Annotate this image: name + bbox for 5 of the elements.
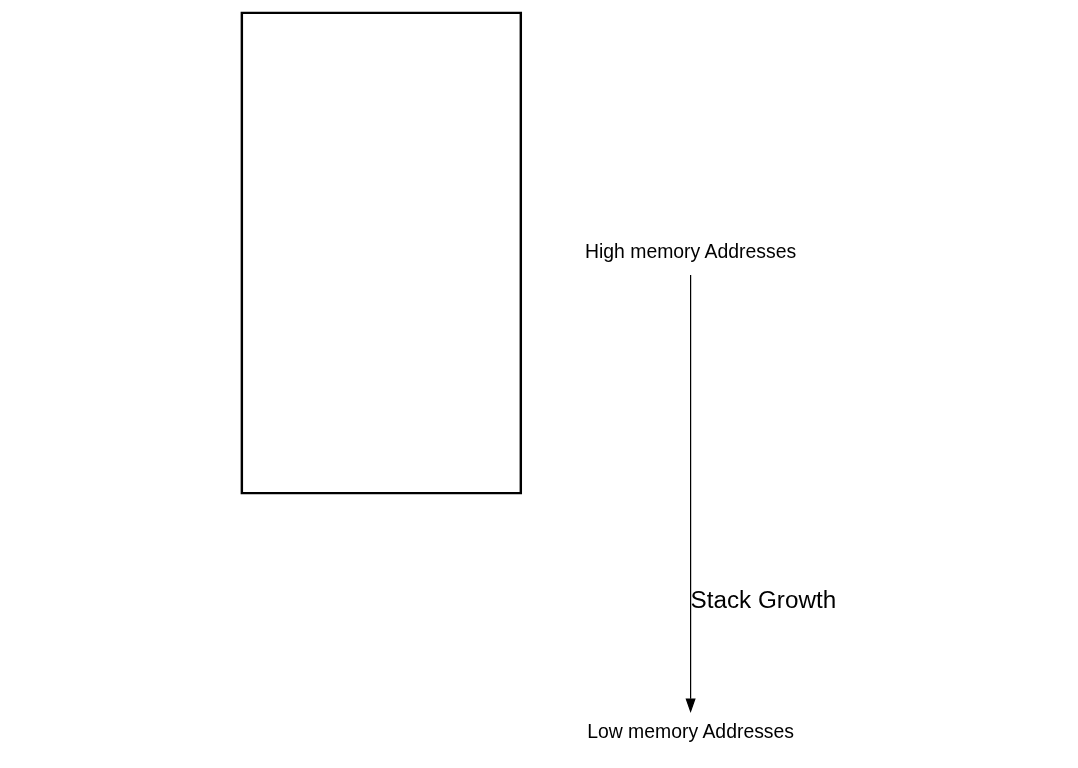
arrow — [685, 274, 696, 713]
node-text: High memory Addresses — [584, 239, 797, 262]
node-box — [240, 11, 523, 495]
node-text: Low memory Addresses — [587, 719, 795, 742]
edge-label: Stack Growth — [690, 586, 837, 614]
